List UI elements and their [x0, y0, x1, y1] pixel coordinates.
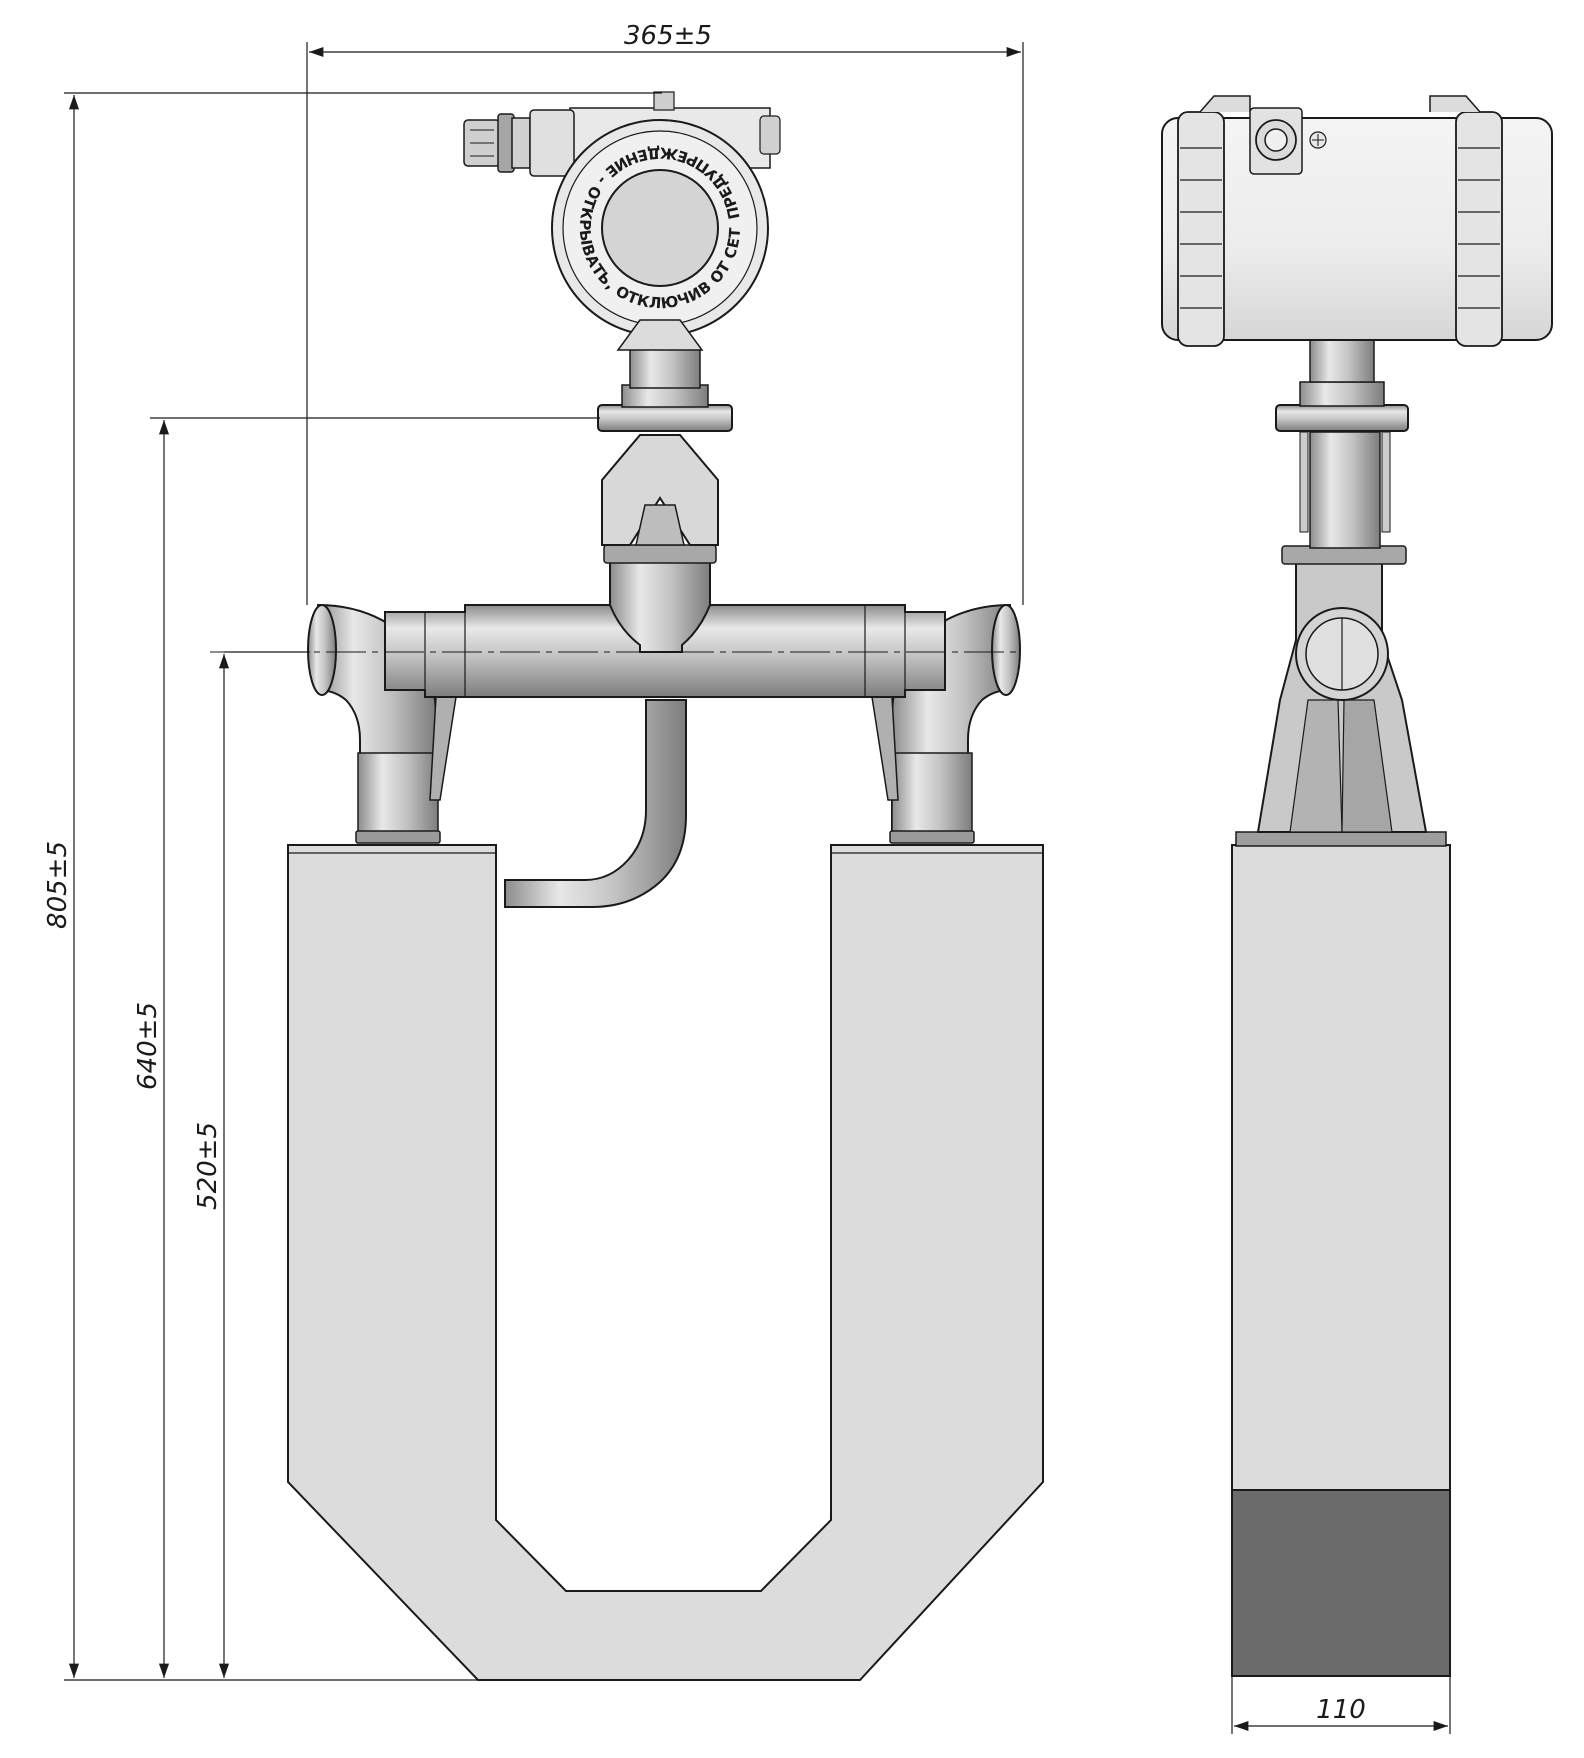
front-view: ПРЕДУПРЕЖДЕНИЕ - ОТКРЫВАТЬ, ОТКЛЮЧИВ ОТ … — [0, 0, 1044, 1681]
side-sensor-base — [1231, 1489, 1451, 1677]
dim-overall-height: 805±5 — [43, 841, 73, 929]
cable-gland — [463, 109, 575, 177]
dimension-lines — [64, 42, 1451, 1734]
dim-side-width: 110 — [1316, 1695, 1366, 1725]
side-sensor-body — [1231, 844, 1451, 1491]
upper-flange — [597, 404, 733, 432]
dim-overall-width: 365±5 — [624, 21, 712, 51]
dim-height-to-axis: 520±5 — [193, 1122, 223, 1210]
display-window — [601, 169, 719, 287]
sensor-u-body — [287, 844, 1044, 1681]
dim-height-to-flange: 640±5 — [133, 1002, 163, 1090]
side-view — [1161, 95, 1553, 1677]
bridge-tube — [504, 699, 687, 908]
